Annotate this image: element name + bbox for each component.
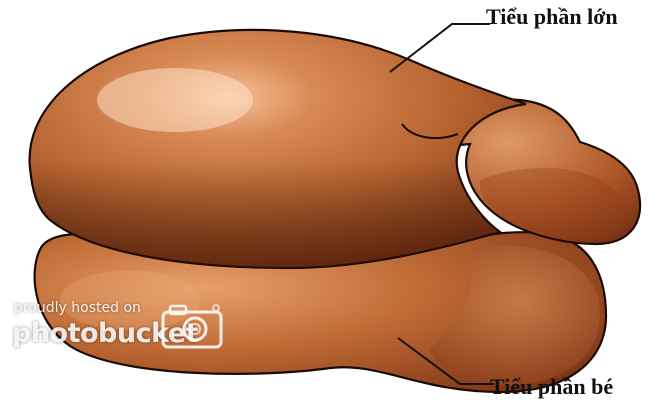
label-small-subunit: Tiểu phần bé	[490, 374, 613, 400]
label-large-subunit: Tiểu phần lớn	[486, 4, 618, 30]
camera-icon	[160, 302, 224, 350]
photobucket-watermark: proudly hosted on photobucket	[8, 296, 230, 358]
watermark-line1: proudly hosted on	[14, 300, 141, 316]
large-subunit-body	[30, 30, 526, 268]
